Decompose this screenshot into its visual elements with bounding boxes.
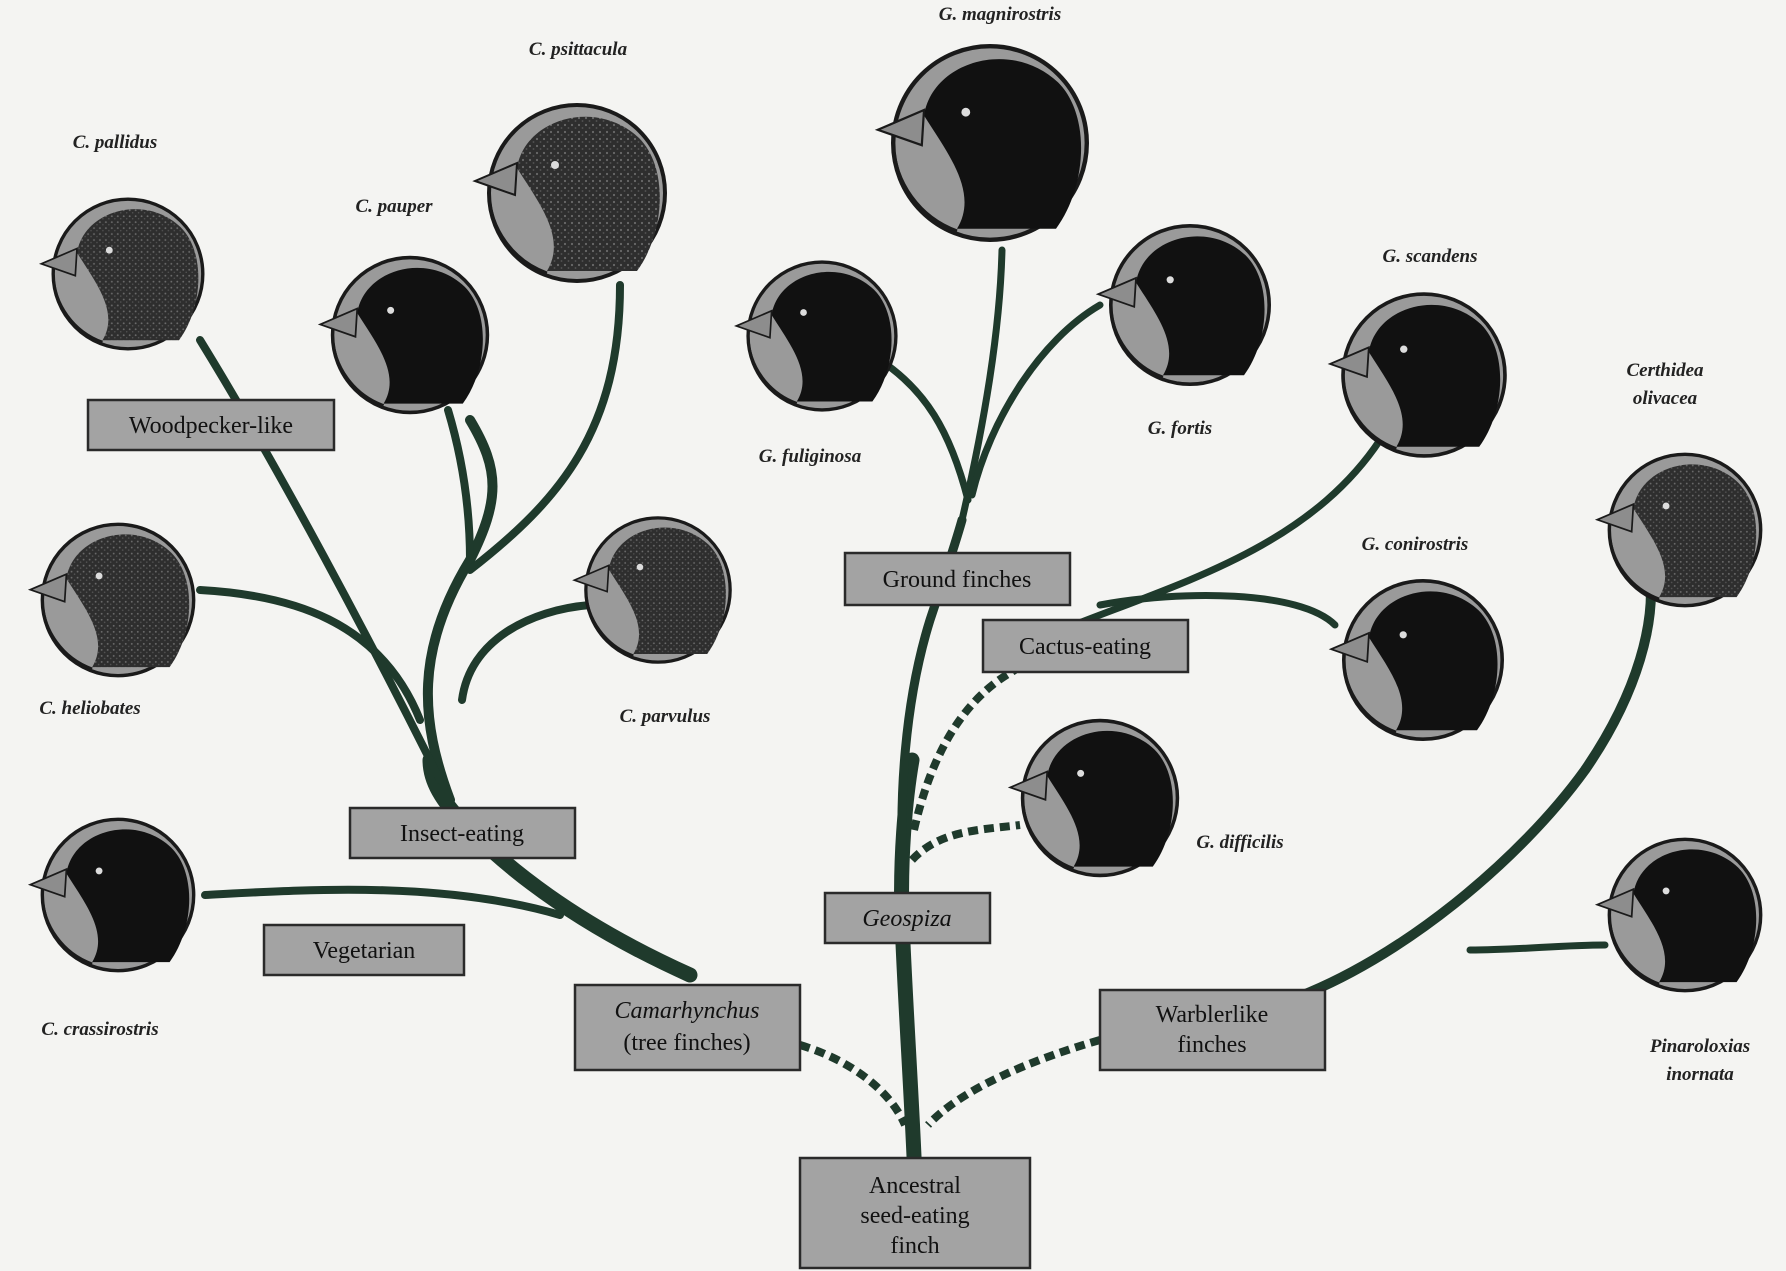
species-g-difficilis: G. difficilis bbox=[1196, 832, 1283, 853]
finch-head-c-psittacula bbox=[473, 103, 667, 283]
insect-branch-up bbox=[422, 415, 498, 805]
species-certhidea-line1: Certhidea bbox=[1626, 360, 1704, 381]
branch-g-conirostris bbox=[1096, 592, 1339, 629]
finch-head-g-conirostris bbox=[1329, 578, 1504, 742]
finch-head-c-crassirostris bbox=[28, 817, 196, 973]
species-g-scandens: G. scandens bbox=[1382, 246, 1477, 267]
finch-head-g-fuliginosa bbox=[734, 260, 898, 412]
box-cactus-eating: Cactus-eating bbox=[981, 618, 1190, 674]
species-g-conirostris: G. conirostris bbox=[1362, 534, 1469, 555]
species-g-fortis: G. fortis bbox=[1148, 418, 1212, 439]
finch-head-c-pallidus bbox=[39, 197, 205, 351]
box-ground-finches: Ground finches bbox=[843, 551, 1072, 607]
species-c-psittacula: C. psittacula bbox=[529, 39, 628, 60]
warblerlike-label-line1: Warblerlike bbox=[1156, 1002, 1269, 1028]
tree-finches-label-line2: (tree finches) bbox=[623, 1030, 750, 1056]
branch-c-parvulus bbox=[458, 601, 594, 704]
finch-head-g-scandens bbox=[1328, 292, 1507, 458]
dashed-link-tree-finches bbox=[798, 1041, 909, 1127]
box-ancestral: Ancestral seed-eating finch bbox=[798, 1156, 1032, 1270]
dashed-branch-g-difficilis bbox=[909, 821, 1021, 863]
branch-c-pauper bbox=[444, 406, 474, 564]
branch-pinaroloxias bbox=[1466, 941, 1609, 954]
species-labels: C. pallidus C. psittacula C. pauper C. h… bbox=[39, 4, 1750, 1085]
species-pinaroloxias-line1: Pinaroloxias bbox=[1649, 1036, 1750, 1057]
vegetarian-label: Vegetarian bbox=[313, 938, 416, 964]
branch-c-pallidus bbox=[196, 336, 444, 784]
finch-head-g-magnirostris bbox=[878, 46, 1087, 240]
species-g-fuliginosa: G. fuliginosa bbox=[759, 446, 862, 467]
branch-g-magnirostris bbox=[958, 246, 1006, 524]
geospiza-label: Geospiza bbox=[862, 906, 951, 932]
tree-finches-branch bbox=[422, 752, 698, 983]
species-c-pauper: C. pauper bbox=[355, 196, 433, 217]
species-c-crassirostris: C. crassirostris bbox=[41, 1019, 158, 1040]
species-c-heliobates: C. heliobates bbox=[39, 698, 140, 719]
finch-head-g-fortis bbox=[1096, 224, 1271, 387]
species-certhidea-line2: olivacea bbox=[1633, 388, 1698, 409]
species-pinaroloxias-line2: inornata bbox=[1666, 1064, 1734, 1085]
box-woodpecker-like: Woodpecker-like bbox=[86, 398, 336, 452]
woodpecker-like-label: Woodpecker-like bbox=[129, 413, 293, 439]
finch-head-c-pauper bbox=[318, 255, 490, 415]
tree-finches-label-line1: Camarhynchus bbox=[615, 998, 760, 1024]
branch-g-fuliginosa bbox=[876, 356, 972, 504]
finch-head-g-difficilis bbox=[1008, 718, 1180, 878]
branch-c-crassirostris bbox=[201, 885, 564, 919]
warblerlike-label-line2: finches bbox=[1177, 1032, 1246, 1058]
box-geospiza: Geospiza bbox=[823, 891, 992, 945]
ground-finches-label: Ground finches bbox=[883, 567, 1032, 593]
insect-eating-label: Insect-eating bbox=[400, 821, 524, 847]
box-tree-finches: Camarhynchus (tree finches) bbox=[573, 983, 802, 1072]
species-c-pallidus: C. pallidus bbox=[73, 132, 157, 153]
warbler-branch bbox=[1285, 570, 1656, 1005]
dashed-branch-cactus bbox=[910, 666, 1017, 831]
dashed-link-warblerlike bbox=[925, 1036, 1102, 1128]
box-vegetarian: Vegetarian bbox=[262, 923, 466, 977]
box-warblerlike: Warblerlike finches bbox=[1098, 988, 1327, 1072]
ancestral-label-line2: seed-eating bbox=[860, 1203, 969, 1229]
branch-c-heliobates bbox=[196, 586, 424, 724]
branch-c-psittacula bbox=[466, 281, 624, 574]
cactus-eating-label: Cactus-eating bbox=[1019, 634, 1151, 660]
ancestral-label-line1: Ancestral bbox=[869, 1173, 961, 1199]
finch-head-c-parvulus bbox=[572, 516, 732, 664]
species-g-magnirostris: G. magnirostris bbox=[939, 4, 1061, 25]
finch-head-pinaroloxias-inornata bbox=[1595, 837, 1763, 993]
box-insect-eating: Insect-eating bbox=[348, 806, 577, 860]
species-c-parvulus: C. parvulus bbox=[620, 706, 711, 727]
finch-head-c-heliobates bbox=[28, 522, 196, 678]
branch-g-fortis bbox=[968, 301, 1104, 499]
ancestral-label-line3: finch bbox=[890, 1233, 939, 1259]
finch-head-certhidea-olivacea bbox=[1595, 452, 1763, 608]
